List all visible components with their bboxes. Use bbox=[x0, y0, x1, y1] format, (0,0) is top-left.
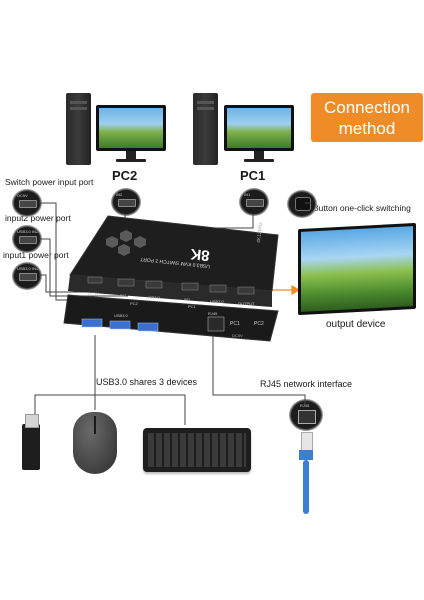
port-label-usb2: USB3.0 bbox=[146, 295, 161, 300]
input1-power-port-label: input1 power port bbox=[3, 250, 69, 260]
port-label-in2: IN2 bbox=[120, 293, 127, 298]
in1-thumb-text: IN1 bbox=[244, 192, 251, 197]
ethernet-cable bbox=[294, 432, 318, 514]
rj45-label: RJ45 network interface bbox=[260, 379, 353, 389]
usb-shares-label: USB3.0 shares 3 devices bbox=[96, 377, 198, 387]
button-thumb bbox=[288, 191, 316, 217]
usb-flash-drive bbox=[20, 414, 42, 470]
input2-power-port-label: input2 power port bbox=[5, 213, 71, 223]
front-dc-label: DC5V bbox=[232, 333, 243, 338]
dc5v-port-thumb: DC5V bbox=[13, 190, 41, 216]
front-pc2-label: PC2 bbox=[254, 321, 264, 327]
pc2-tower bbox=[66, 93, 91, 165]
pc1-tower bbox=[193, 93, 218, 165]
mouse bbox=[73, 412, 117, 474]
title-line1: Connection bbox=[323, 97, 410, 117]
title-line2: method bbox=[338, 118, 396, 138]
in2-thumb: IN2 bbox=[112, 189, 140, 215]
connection-method-title: Connection method bbox=[311, 93, 423, 142]
pc2-label: PC2 bbox=[112, 168, 138, 183]
pc-mark-pc2: PC2 bbox=[130, 301, 139, 306]
usb-in2-thumb-text: USB3.0 IN2 bbox=[17, 229, 39, 234]
dc5v-thumb-text: DC5V bbox=[17, 193, 28, 198]
device-badge-8k: 8K bbox=[189, 245, 210, 264]
switch-power-port-label: Switch power input port bbox=[5, 177, 94, 187]
usb-in1-thumb-text: USB3.0 IN1 bbox=[17, 266, 39, 271]
rj45-thumb-text: RJ45 bbox=[300, 403, 310, 408]
in1-thumb: IN1 bbox=[240, 189, 268, 215]
button-switching-label: Button one-click switching bbox=[313, 203, 411, 213]
pc1-monitor bbox=[224, 105, 294, 162]
output-device-label: output device bbox=[326, 319, 386, 330]
pc2-monitor bbox=[96, 105, 166, 162]
in2-thumb-text: IN2 bbox=[116, 192, 123, 197]
rj45-thumb: RJ45 bbox=[290, 400, 322, 430]
usb-in1-thumb: USB3.0 IN1 bbox=[13, 263, 41, 289]
front-pc1-label: PC1 bbox=[230, 321, 240, 327]
front-rj45-label: RJ45 bbox=[208, 311, 218, 316]
output-monitor bbox=[298, 222, 416, 316]
pc1-label: PC1 bbox=[240, 168, 266, 183]
port-label-usb1: USB3.0 bbox=[210, 299, 225, 304]
device-brand-text: 4K120Hz bbox=[256, 222, 264, 244]
port-label-dc5v: DC5V bbox=[88, 291, 99, 296]
keyboard bbox=[143, 428, 251, 472]
port-label-output: OUTPUT bbox=[238, 301, 255, 306]
pc-mark-pc1: PC1 bbox=[188, 304, 197, 309]
front-usb-label: USB3.0 bbox=[114, 313, 129, 318]
usb-in2-thumb: USB3.0 IN2 bbox=[13, 226, 41, 252]
kvm-switch: 8K USB3.0 KVM SWITCH 2 PORT 4K120Hz DC5V… bbox=[63, 215, 279, 342]
port-label-in1: IN1 bbox=[184, 297, 191, 302]
front-rj45-port bbox=[207, 316, 225, 332]
